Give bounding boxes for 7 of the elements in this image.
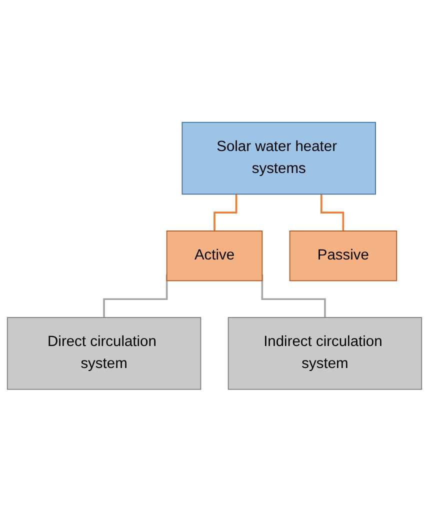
node-box: Indirect circulation system <box>228 316 422 390</box>
node-box: Passive <box>289 230 398 281</box>
connector <box>320 194 344 232</box>
node-box: Solar water heater systems <box>182 122 376 194</box>
node-box: Direct circulation system <box>6 316 202 390</box>
connector <box>214 194 238 232</box>
node-box: Active <box>166 230 263 281</box>
